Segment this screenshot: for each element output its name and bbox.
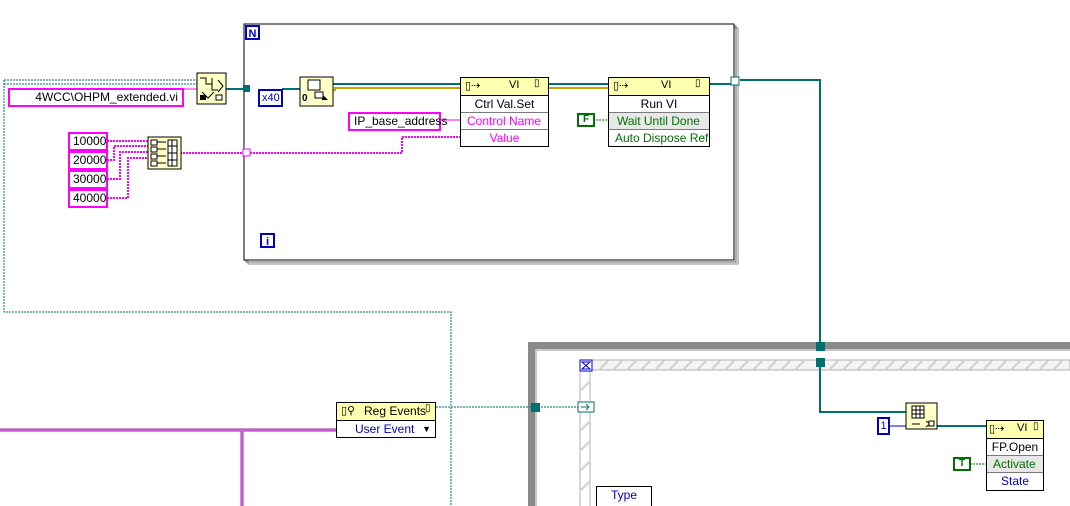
control-name-constant[interactable]: IP_base_address bbox=[348, 112, 447, 131]
ctrl-val-set-input-control-name[interactable]: Control Name bbox=[461, 113, 548, 130]
refnum-tunnel-right bbox=[730, 76, 740, 86]
fp-open-input-state[interactable]: State bbox=[987, 473, 1043, 489]
array-wires bbox=[107, 136, 460, 199]
array-constant-3[interactable]: 30000 bbox=[68, 170, 108, 189]
reg-events-title: Reg Events bbox=[364, 404, 427, 418]
error-wire bbox=[333, 87, 608, 91]
reg-events-tunnel bbox=[531, 403, 540, 412]
event-data-type-node[interactable]: Type bbox=[596, 486, 652, 506]
array-constant-1[interactable]: 10000 bbox=[68, 132, 108, 151]
run-vi-header: ▯⇢ VI ▯ bbox=[609, 78, 709, 96]
ctrl-val-set-dropdown-icon: ▯ bbox=[534, 78, 540, 89]
refnum-tunnel-left bbox=[243, 85, 250, 92]
chevron-down-icon[interactable]: ▼ bbox=[422, 424, 431, 434]
dynamic-event-terminal[interactable] bbox=[577, 401, 595, 413]
fp-open-input-activate[interactable]: Activate bbox=[987, 456, 1043, 473]
ctrl-val-set-node[interactable]: ▯⇢ VI ▯ Ctrl Val.Set Control Name Value bbox=[460, 77, 549, 147]
run-vi-method: Run VI bbox=[609, 96, 709, 113]
array-constant-4[interactable]: 40000 bbox=[68, 189, 108, 208]
reg-events-item[interactable]: User Event ▼ bbox=[337, 421, 435, 437]
vi-path-constant[interactable]: 4WCC\OHPM_extended.vi bbox=[8, 88, 184, 107]
true-constant[interactable]: T bbox=[953, 457, 971, 471]
run-vi-dropdown-icon: ▯ bbox=[695, 78, 701, 89]
fp-open-dropdown-icon: ▯ bbox=[1033, 421, 1039, 432]
fp-open-header: ▯⇢ VI ▯ bbox=[987, 421, 1043, 439]
build-array-node[interactable] bbox=[147, 136, 182, 170]
run-vi-badge: VI bbox=[661, 79, 672, 91]
ctrl-val-set-input-value[interactable]: Value bbox=[461, 130, 548, 146]
ctrl-val-set-vi-badge: VI bbox=[509, 79, 520, 91]
loop-count-terminal[interactable]: N bbox=[245, 25, 260, 40]
run-vi-node[interactable]: ▯⇢ VI ▯ Run VI Wait Until Done Auto Disp… bbox=[608, 77, 710, 147]
run-vi-input-wait[interactable]: Wait Until Done bbox=[609, 113, 709, 130]
event-structure-tunnel-top bbox=[816, 342, 825, 351]
fp-open-vi-badge: VI bbox=[1017, 422, 1028, 434]
string-wires bbox=[182, 88, 460, 121]
user-event-wires bbox=[0, 428, 336, 506]
false-constant[interactable]: F bbox=[577, 113, 595, 127]
event-structure-tunnel-inner bbox=[816, 358, 825, 367]
reg-events-header: ▯⚲ Reg Events ▯ bbox=[337, 403, 435, 421]
array-constant-2[interactable]: 20000 bbox=[68, 151, 108, 170]
fp-open-node[interactable]: ▯⇢ VI ▯ FP.Open Activate State bbox=[986, 420, 1044, 491]
index-constant[interactable]: 1 bbox=[877, 417, 890, 435]
fp-open-invoke-icon: ▯⇢ bbox=[989, 423, 1005, 435]
options-zero-label: 0 bbox=[302, 93, 308, 104]
event-type-label: Type bbox=[611, 488, 638, 502]
fp-open-method: FP.Open bbox=[987, 439, 1043, 456]
bool-wires bbox=[596, 119, 987, 465]
index-array-node[interactable] bbox=[905, 402, 938, 430]
register-events-node[interactable]: ▯⚲ Reg Events ▯ User Event ▼ bbox=[336, 402, 436, 438]
array-tunnel bbox=[242, 148, 251, 157]
hourglass-icon bbox=[579, 359, 593, 372]
loop-iteration-terminal: i bbox=[260, 233, 275, 248]
open-vi-node[interactable] bbox=[299, 76, 334, 107]
run-vi-input-auto-dispose[interactable]: Auto Dispose Ref bbox=[609, 130, 709, 146]
ctrl-val-set-header: ▯⇢ VI ▯ bbox=[461, 78, 548, 96]
invoke-node-icon: ▯⇢ bbox=[465, 80, 481, 92]
options-constant[interactable]: x40 bbox=[258, 89, 283, 107]
event-refnum-wires bbox=[3, 79, 578, 506]
reg-events-icon: ▯⚲ bbox=[341, 405, 356, 417]
open-vi-reference-icon[interactable] bbox=[196, 72, 227, 105]
refnum-wires bbox=[226, 79, 986, 427]
ctrl-val-set-method: Ctrl Val.Set bbox=[461, 96, 548, 113]
reg-events-item-label: User Event bbox=[355, 422, 415, 436]
run-vi-invoke-icon: ▯⇢ bbox=[613, 80, 629, 92]
reg-events-out-icon: ▯ bbox=[425, 403, 431, 414]
